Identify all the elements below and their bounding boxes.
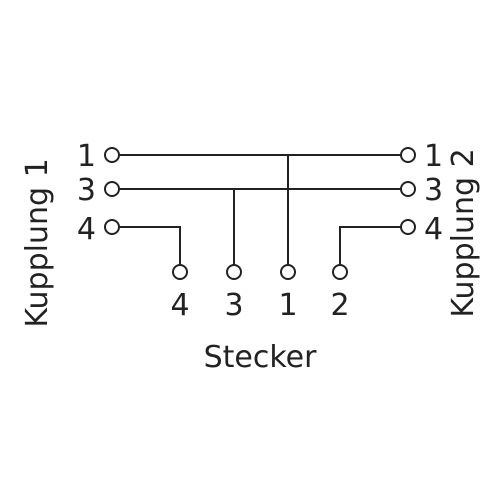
left-pin-4-label: 4	[77, 212, 96, 247]
plug-pin-3-label: 3	[224, 288, 243, 323]
plug-pin-4-label: 4	[170, 288, 189, 323]
wire-right-4-to-plug-2	[339, 226, 401, 266]
plug-pin-2-label: 2	[330, 288, 349, 323]
plug-pin-4-terminal	[172, 264, 188, 280]
plug-pin-1-label: 1	[278, 288, 297, 323]
plug-pin-3-terminal	[226, 264, 242, 280]
left-pin-3-terminal	[104, 181, 120, 197]
wires	[119, 154, 401, 266]
plug-title: Stecker	[204, 340, 318, 375]
right-pin-1-label: 1	[424, 139, 443, 174]
right-pin-1-terminal	[400, 147, 416, 163]
left-pin-4-terminal	[104, 219, 120, 235]
right-connector-pins: 1 3 4	[400, 139, 443, 247]
left-connector-title: Kupplung 1	[20, 158, 55, 327]
right-pin-4-label: 4	[424, 212, 443, 247]
left-pin-1-terminal	[104, 147, 120, 163]
left-connector-pins: 1 3 4	[77, 139, 120, 247]
left-pin-3-label: 3	[77, 173, 96, 208]
wire-left-4-to-plug-4	[119, 226, 181, 266]
right-pin-3-terminal	[400, 181, 416, 197]
plug-pin-1-terminal	[280, 264, 296, 280]
right-pin-3-label: 3	[424, 173, 443, 208]
plug-pins: 4 3 1 2	[170, 264, 350, 323]
plug-pin-2-terminal	[332, 264, 348, 280]
right-connector-title: Kupplung 2	[446, 148, 481, 317]
right-pin-4-terminal	[400, 219, 416, 235]
left-pin-1-label: 1	[77, 139, 96, 174]
